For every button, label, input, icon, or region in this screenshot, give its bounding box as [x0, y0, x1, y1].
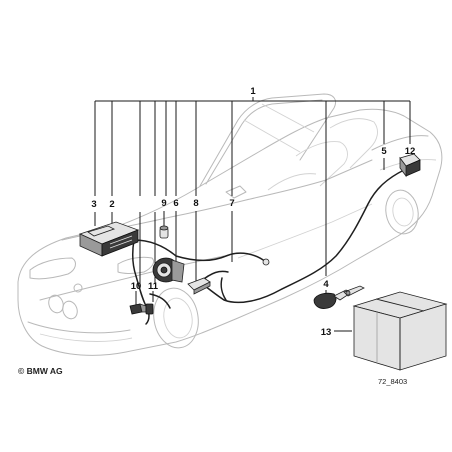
callout-13: 13: [321, 327, 332, 338]
control-unit: [78, 221, 140, 257]
callout-1: 1: [250, 86, 256, 97]
siren-part: [152, 257, 185, 283]
front-wheel: [153, 287, 199, 349]
callout-2: 2: [109, 199, 114, 210]
rear-module: [399, 153, 421, 178]
callout-6: 6: [173, 198, 178, 209]
plug-part: [145, 303, 154, 315]
kit-box-part: [352, 291, 448, 371]
leader-lines: [94, 97, 411, 332]
callout-12: 12: [405, 146, 416, 157]
callout-3: 3: [91, 199, 96, 210]
callout-7: 7: [229, 198, 234, 209]
bracket-part: [187, 277, 211, 295]
key-fob-part: [313, 285, 365, 309]
kidney-grille: [48, 283, 83, 320]
drawing-number: 72_8403: [378, 377, 407, 386]
wiring-harness: [131, 169, 405, 325]
callout-4: 4: [323, 279, 329, 290]
grommet-part: [262, 258, 270, 266]
callout-10: 10: [131, 281, 142, 292]
callout-11: 11: [148, 281, 159, 292]
rear-wheel: [385, 189, 419, 235]
connector-part: [129, 303, 147, 315]
copyright-text: © BMW AG: [18, 366, 63, 376]
callout-9: 9: [161, 198, 166, 209]
sensor-part: [159, 225, 169, 239]
callout-8: 8: [193, 198, 198, 209]
callouts: 1 3 2 9 6 8 7 5 12 10 11 4 13: [91, 86, 415, 338]
callout-5: 5: [381, 146, 387, 157]
